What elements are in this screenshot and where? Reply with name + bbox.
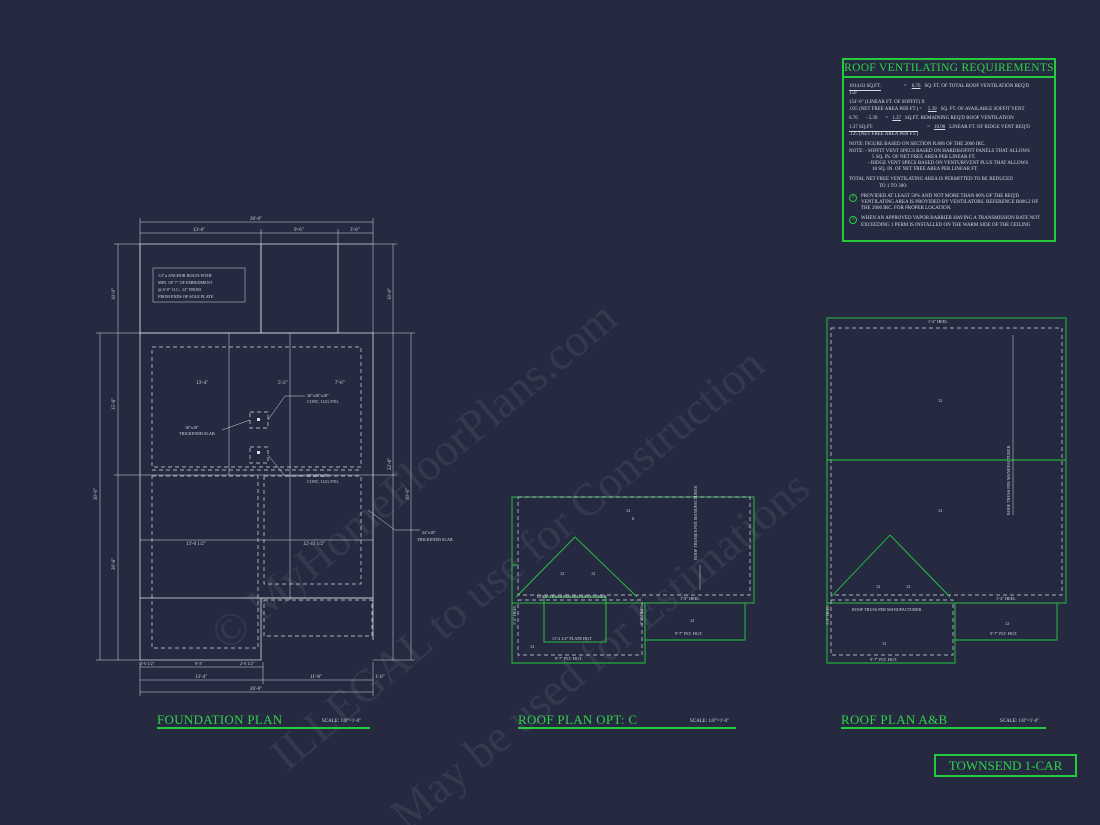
- dim-top-26: 26'-0": [250, 217, 262, 222]
- dim-12-11-half: 12'-11 1/2": [303, 542, 325, 547]
- vent-row-4: 1.37 SQ.FT..125 (NET FREE AREA PER FT.) …: [849, 125, 1030, 138]
- note-slab-1b: THICKENED SLAB: [179, 431, 215, 436]
- dim-bottom-1-0: 1'-0": [375, 675, 385, 680]
- roof-plan-ab-scale: SCALE: 1/8"=1'-0": [1000, 719, 1040, 724]
- vent-row-2: 154'-0" (LINEAR FT. OF SOFFIT) X.035 (NE…: [849, 100, 1025, 112]
- dim-right-22-6: 22'-6": [388, 458, 393, 470]
- vent-row-1: 1014.63 SQ.FT.150 = 6.76 SQ. FT. OF TOTA…: [849, 84, 1030, 97]
- roofab-pitch-c: 12: [876, 584, 880, 589]
- dim-left-10: 10'-0": [112, 288, 117, 300]
- dim-7-6: 7'-6": [335, 381, 345, 386]
- roofc-heel-c: 1'-2" HEEL: [639, 605, 644, 625]
- roofc-pitch-a: 12: [626, 508, 630, 513]
- roofab-pitch-a: 12: [938, 398, 942, 403]
- note-anchor-4: FROM ENDS OF SOLE PLATE: [158, 294, 214, 299]
- roofab-heel-a: 1'-2" HEEL: [996, 596, 1016, 601]
- vent-title: ROOF VENTILATING REQUIREMENTS: [844, 60, 1054, 78]
- roofab-heel-b: 1'-2" HEEL: [825, 605, 830, 625]
- dim-right-30: 30'-0": [406, 488, 411, 500]
- note-slab-1a: 18"x18": [185, 425, 199, 430]
- roofab-truss-note: ROOF TRUSS PER MANUFACTURER: [852, 607, 922, 612]
- foundation-plan-scale: SCALE: 1/8"=1'-0": [322, 719, 362, 724]
- roof-plan-c-scale: SCALE: 1/8"=1'-0": [690, 719, 730, 724]
- foundation-title-underline: [157, 727, 370, 729]
- foundation-plan: 26'-0" 13'-6" 9'-6" 3'-6" 10'-0" 15'-6" …: [94, 217, 453, 696]
- roof-plan-ab-title: ROOF PLAN A&B: [841, 712, 948, 727]
- dim-bottom-2-0-b: 2'-0 1/2": [240, 661, 255, 666]
- dim-left-15-6: 15'-6": [112, 398, 117, 410]
- roofc-pitch-d: 12: [530, 644, 534, 649]
- roofc-heel-a: 1'-2" HEEL: [680, 596, 700, 601]
- roofab-truss-note-v: ROOF TRUSS PER MANUFACTURER: [1006, 445, 1011, 515]
- roofc-plt-c: 11'-2 1/2" PLATE HGT: [552, 636, 592, 641]
- roof-ventilating-requirements: ROOF VENTILATING REQUIREMENTS 1014.63 SQ…: [842, 58, 1056, 242]
- roofc-truss-note: ROOF TRUSS PER MANUFACTURER: [537, 594, 607, 599]
- roofab-pitch-b: 12: [938, 508, 942, 513]
- note-anchor-1: 1/2"ø ANCHOR BOLTS WITH: [158, 273, 211, 278]
- dim-top-13-6: 13'-6": [193, 228, 205, 233]
- roof-plan-ab-underline: [841, 727, 1046, 729]
- dim-left-30: 30'-0": [94, 488, 99, 500]
- roofc-plt-b: 9'-7" PLT. HGT.: [555, 656, 582, 661]
- dim-top-3-6: 3'-6": [350, 228, 360, 233]
- roofc-truss-note-v: ROOF TRUSSES PER MANUFACTURER: [693, 486, 698, 560]
- roof-plan-c-underline: [518, 727, 736, 729]
- roofc-heel-b: 1'-2" HEEL: [512, 605, 517, 625]
- dim-bottom-9-3: 9'-3": [195, 661, 203, 666]
- roofc-pitch-e: 12: [690, 618, 694, 623]
- note-ftg-2b: CONC. LUG FTG.: [307, 479, 339, 484]
- roofc-pitch-a-rise: 6: [632, 516, 634, 521]
- roof-plan-opt-c: ROOF TRUSS PER MANUFACTURER ROOF TRUSSES…: [511, 486, 755, 664]
- dim-13-4: 13'-4": [196, 381, 208, 386]
- note-slab-2a: 24"x18": [422, 530, 436, 535]
- plan-name: TOWNSEND 1-CAR: [948, 758, 1063, 773]
- dim-bottom-2-0-a: 2'-0 1/2": [140, 661, 155, 666]
- roofc-plt-a: 9'-7" PLT. HGT.: [675, 631, 702, 636]
- roofab-plt-b: 9'-7" PLT. HGT.: [870, 657, 897, 662]
- dim-bottom-11-8: 11'-8": [310, 675, 322, 680]
- roofab-pitch-e: 12: [1005, 621, 1009, 626]
- dim-right-10: 10'-0": [388, 288, 393, 300]
- roofab-pitch-d: 12: [906, 584, 910, 589]
- note-anchor-2: MIN. OF 7" OF EMBEDMENT: [158, 280, 213, 285]
- dim-13-0-half: 13'-0 1/2": [186, 542, 206, 547]
- note-ftg-1a: 30"x30"x18": [307, 393, 329, 398]
- roofab-plt-a: 9'-7" PLT. HGT.: [990, 631, 1017, 636]
- vent-row-3: 6.76 - 5.39 = 1.37 SQ.FT. REMAINING REQ'…: [849, 115, 1014, 121]
- note-ftg-1b: CONC. LUG FTG.: [307, 399, 339, 404]
- note-anchor-3: @ 6'-0" O.C., 12" FROM: [158, 287, 201, 293]
- title-block: TOWNSEND 1-CAR: [934, 754, 1077, 777]
- dim-bottom-26: 26'-0": [250, 687, 262, 692]
- roofc-pitch-c: 12: [591, 571, 595, 576]
- dim-top-9-6: 9'-6": [294, 228, 304, 233]
- note-ftg-2a: 30"x30"x18": [307, 473, 329, 478]
- roofab-pitch-f: 12: [882, 641, 886, 646]
- roof-plan-c-title: ROOF PLAN OPT: C: [518, 712, 638, 727]
- dim-left-20-6: 20'-6": [112, 558, 117, 570]
- roofc-pitch-b: 12: [560, 571, 564, 576]
- vent-total: TOTAL NET FREE VENTILATING AREA IS PERMI…: [849, 177, 1013, 189]
- foundation-plan-title: FOUNDATION PLAN: [157, 712, 283, 727]
- roof-plan-ab: 1'-2" HEEL ROOF TRUSS PER MANUFACTURER R…: [825, 317, 1067, 664]
- vent-notes: NOTE: FIGURE BASED ON SECTION R.806 OF T…: [849, 142, 1030, 173]
- dim-bottom-13-4: 13'-4": [195, 675, 207, 680]
- note-slab-2b: THICKENED SLAB: [417, 537, 453, 542]
- roofab-heel-top: 1'-2" HEEL: [928, 319, 948, 324]
- dim-5-2: 5'-2": [278, 381, 288, 386]
